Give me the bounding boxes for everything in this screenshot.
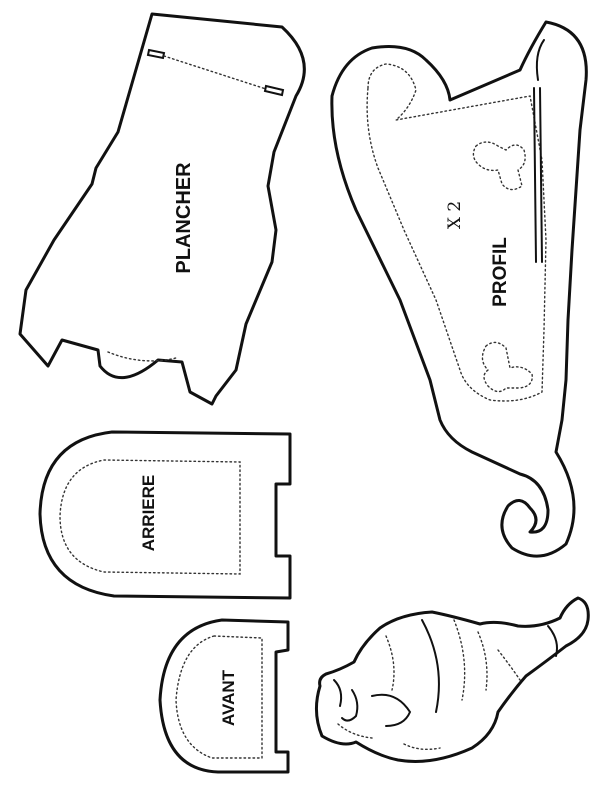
arriere-piece: ARRIERE — [38, 430, 292, 600]
avant-outline — [158, 618, 290, 774]
avant-piece: AVANT — [158, 618, 290, 774]
plancher-slot-bottom — [263, 84, 285, 97]
profil-inner-border — [366, 63, 547, 402]
profil-holly-bottom — [481, 341, 533, 393]
santa-face — [341, 689, 359, 722]
santa-outline — [315, 596, 590, 763]
plancher-outline — [18, 12, 306, 406]
plancher-fold-line — [163, 55, 267, 90]
arriere-inner-border — [59, 459, 241, 575]
avant-label: AVANT — [219, 669, 238, 726]
santa-cap-brim — [333, 679, 343, 707]
profil-holly-top — [472, 141, 526, 191]
profil-piece: X 2 PROFIL — [330, 20, 588, 558]
profil-slot-line-right — [539, 87, 543, 263]
arriere-label: ARRIERE — [139, 475, 158, 552]
profil-runner-curl — [535, 39, 545, 81]
santa-boot-cuff — [547, 625, 558, 657]
plancher-slot-top — [146, 48, 166, 60]
plancher-tab-fold — [107, 351, 177, 362]
profil-slot-line-left — [533, 87, 537, 263]
profil-outline — [330, 20, 588, 558]
santa-figure — [315, 596, 590, 763]
arriere-outline — [38, 430, 292, 600]
santa-arm — [371, 693, 412, 727]
profil-label: PROFIL — [490, 237, 511, 307]
plancher-label: PLANCHER — [173, 162, 195, 274]
plancher-piece: PLANCHER — [18, 12, 306, 406]
santa-belt — [421, 619, 440, 713]
profil-quantity-label: X 2 — [445, 201, 465, 229]
santa-fur-trim — [337, 619, 521, 751]
avant-inner-border — [175, 635, 263, 759]
